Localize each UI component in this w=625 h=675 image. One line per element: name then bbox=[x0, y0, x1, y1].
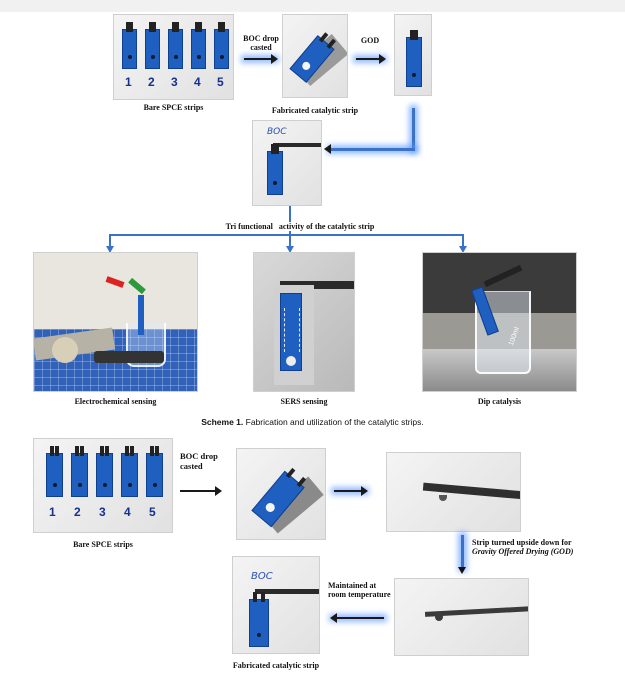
bare-spce-strips-photo-2: 1 2 3 4 5 bbox=[33, 438, 173, 533]
bare-spce-label-2: Bare SPCE strips bbox=[73, 540, 133, 549]
sers-sensing-photo bbox=[253, 252, 355, 392]
arrow-right bbox=[244, 54, 278, 64]
strip-number: 1 bbox=[125, 75, 132, 89]
strip-number: 4 bbox=[124, 505, 131, 519]
electrochemical-label: Electrochemical sensing bbox=[74, 397, 157, 406]
strip-number: 1 bbox=[49, 505, 56, 519]
arrow-down bbox=[106, 246, 114, 253]
upside-down-drying-photo bbox=[394, 578, 529, 656]
strip-number: 2 bbox=[74, 505, 81, 519]
arrow-down bbox=[459, 246, 467, 253]
tri-functional-label: Tri functional activity of the catalytic… bbox=[205, 222, 395, 232]
branch-bar bbox=[109, 234, 463, 236]
god-strip-photo bbox=[394, 14, 432, 96]
pen-marking-text: BOC bbox=[267, 127, 287, 137]
arrow-down bbox=[458, 567, 466, 574]
arrow-down bbox=[286, 246, 294, 253]
boc-casted-strip-photo bbox=[282, 14, 348, 98]
drop-cast-side-photo bbox=[386, 452, 521, 532]
strip-number: 5 bbox=[217, 75, 224, 89]
arrow-left bbox=[330, 613, 384, 623]
bare-spce-label: Bare SPCE strips bbox=[143, 103, 204, 112]
dip-catalysis-label: Dip catalysis bbox=[477, 397, 522, 406]
strip-turned-label: Strip turned upside down for Gravity Off… bbox=[472, 538, 574, 557]
boc-casted-strip-photo-2 bbox=[236, 448, 326, 540]
strip-number: 3 bbox=[99, 505, 106, 519]
strip-number: 3 bbox=[171, 75, 178, 89]
arrow-right bbox=[334, 486, 368, 496]
strip-number: 4 bbox=[194, 75, 201, 89]
scheme-caption: Scheme 1. Fabrication and utilization of… bbox=[201, 417, 424, 427]
bare-spce-strips-photo: 1 2 3 4 5 bbox=[113, 14, 234, 100]
fabricated-strip-label-2: Fabricated catalytic strip bbox=[232, 661, 320, 670]
arrow-right bbox=[356, 54, 386, 64]
strip-number: 5 bbox=[149, 505, 156, 519]
connector-line bbox=[330, 148, 415, 151]
god-label: GOD bbox=[360, 36, 380, 45]
branch-drop bbox=[109, 234, 111, 248]
connector-line bbox=[461, 535, 464, 569]
arrow-left bbox=[324, 144, 331, 154]
branch-drop bbox=[289, 234, 291, 248]
pen-marking-text-2: BOC bbox=[251, 571, 273, 582]
branch-stem bbox=[289, 206, 291, 234]
pen-strip-photo: BOC bbox=[252, 120, 322, 206]
sers-label: SERS sensing bbox=[280, 397, 328, 406]
arrow-right bbox=[180, 486, 222, 496]
branch-drop bbox=[462, 234, 464, 248]
strip-number: 2 bbox=[148, 75, 155, 89]
dip-catalysis-photo: 100ml bbox=[422, 252, 577, 392]
electrochemical-sensing-photo bbox=[33, 252, 198, 392]
connector-line bbox=[412, 108, 415, 150]
fabricated-strip-label-top: Fabricated catalytic strip bbox=[271, 106, 359, 115]
fabricated-strip-photo-2: BOC bbox=[232, 556, 320, 654]
